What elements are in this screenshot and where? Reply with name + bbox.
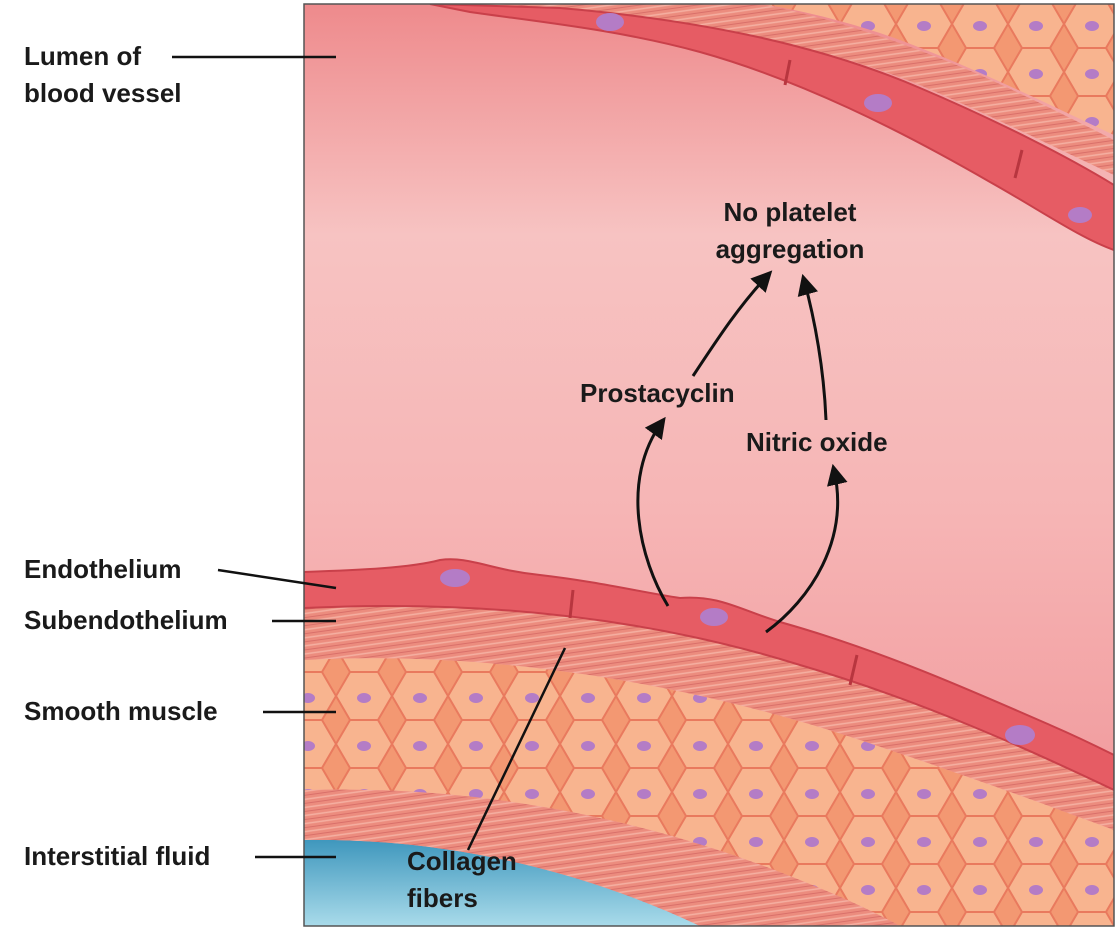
endothelium-label: Endothelium <box>24 551 181 588</box>
bottom-nucleus <box>700 608 728 626</box>
collagen-fibers-label: Collagen fibers <box>407 843 517 917</box>
lumen-label: Lumen of blood vessel <box>24 38 182 112</box>
lumen-label-line-1: Lumen of <box>24 38 182 75</box>
bottom-nucleus <box>440 569 470 587</box>
nitric-oxide-label: Nitric oxide <box>746 424 888 461</box>
no-platelet-aggregation-label: No platelet aggregation <box>688 194 892 268</box>
top-nucleus <box>1068 207 1092 223</box>
lumen-label-line-2: blood vessel <box>24 75 182 112</box>
collagen-label-line-2: fibers <box>407 880 517 917</box>
prostacyclin-label: Prostacyclin <box>580 375 735 412</box>
subendothelium-label: Subendothelium <box>24 602 228 639</box>
bottom-nucleus <box>1005 725 1035 745</box>
interstitial-fluid-label: Interstitial fluid <box>24 838 210 875</box>
collagen-label-line-1: Collagen <box>407 843 517 880</box>
top-nucleus <box>864 94 892 112</box>
no-platelet-line-1: No platelet <box>688 194 892 231</box>
top-nucleus <box>596 13 624 31</box>
no-platelet-line-2: aggregation <box>688 231 892 268</box>
smooth-muscle-label: Smooth muscle <box>24 693 218 730</box>
